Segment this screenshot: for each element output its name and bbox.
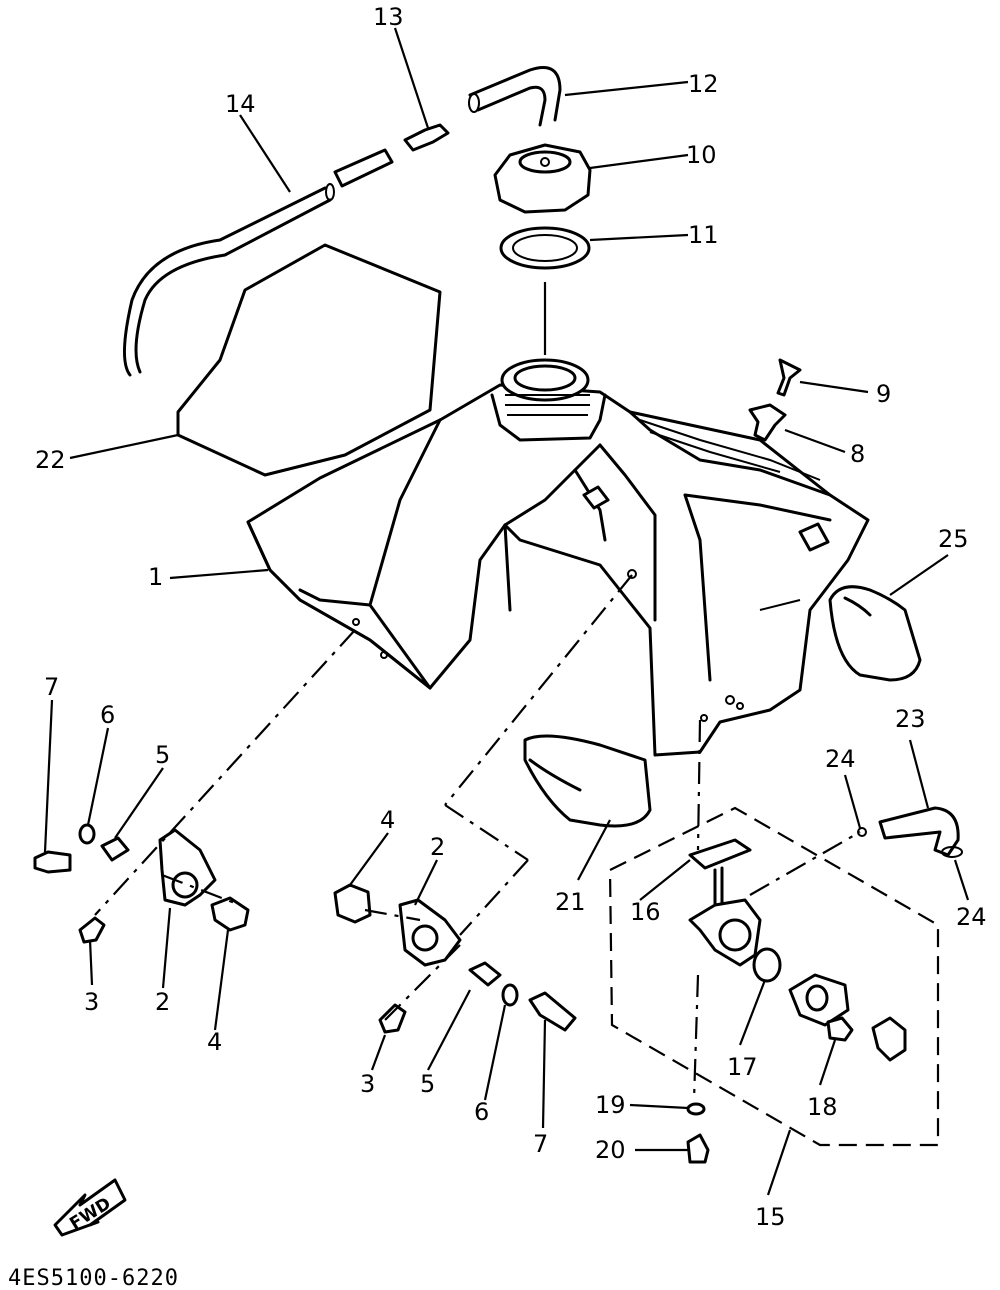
callout-6: 6	[100, 701, 115, 729]
screw	[776, 358, 802, 397]
callout-labels: 1 2 2 3 3 4 4 5 5 6 6 7 7 8 9 10 11 12 1…	[35, 3, 987, 1231]
fuel-cap	[493, 143, 592, 214]
callout-1: 1	[148, 563, 163, 591]
center-bracket-group	[333, 883, 577, 1034]
callout-24: 24	[956, 903, 987, 931]
callout-7: 7	[533, 1130, 548, 1158]
fwd-arrow: FWD	[53, 1178, 127, 1237]
fuel-cock-assembly	[686, 838, 907, 1164]
callout-19: 19	[595, 1091, 626, 1119]
left-bracket-group	[33, 823, 250, 944]
callout-4: 4	[380, 806, 395, 834]
callout-5: 5	[155, 741, 170, 769]
callout-9: 9	[876, 380, 891, 408]
callout-6: 6	[474, 1098, 489, 1126]
fuel-hose	[878, 806, 960, 857]
callout-11: 11	[688, 221, 719, 249]
damper-25	[828, 585, 922, 682]
leader-lines	[43, 27, 970, 1196]
callout-3: 3	[84, 988, 99, 1016]
collar	[748, 403, 787, 442]
callout-14: 14	[225, 90, 256, 118]
check-valve	[403, 123, 450, 152]
callout-5: 5	[420, 1070, 435, 1098]
callout-12: 12	[688, 70, 719, 98]
fuel-tank	[246, 383, 870, 757]
callout-21: 21	[555, 888, 586, 916]
callout-2: 2	[155, 988, 170, 1016]
callout-20: 20	[595, 1136, 626, 1164]
callout-25: 25	[938, 525, 969, 553]
callout-17: 17	[727, 1053, 758, 1081]
callout-13: 13	[373, 3, 404, 31]
damper-21	[523, 734, 652, 828]
callout-3: 3	[360, 1070, 375, 1098]
breather-hose	[122, 186, 332, 377]
callout-18: 18	[807, 1093, 838, 1121]
callout-7: 7	[44, 673, 59, 701]
cap-gasket	[499, 226, 591, 270]
callout-15: 15	[755, 1203, 786, 1231]
callout-24: 24	[825, 745, 856, 773]
part-code: 4ES5100-6220	[8, 1266, 179, 1290]
callout-8: 8	[850, 440, 865, 468]
callout-22: 22	[35, 446, 66, 474]
callout-4: 4	[207, 1028, 222, 1056]
filler-neck	[490, 358, 607, 442]
callout-16: 16	[630, 898, 661, 926]
callout-23: 23	[895, 705, 926, 733]
vent-hose	[468, 66, 562, 127]
tank-pad	[176, 243, 442, 477]
short-hose	[333, 148, 394, 188]
callout-2: 2	[430, 833, 445, 861]
fuel-cock-group-box	[608, 806, 940, 1147]
callout-10: 10	[686, 141, 717, 169]
alignment-lines	[94, 574, 861, 1101]
